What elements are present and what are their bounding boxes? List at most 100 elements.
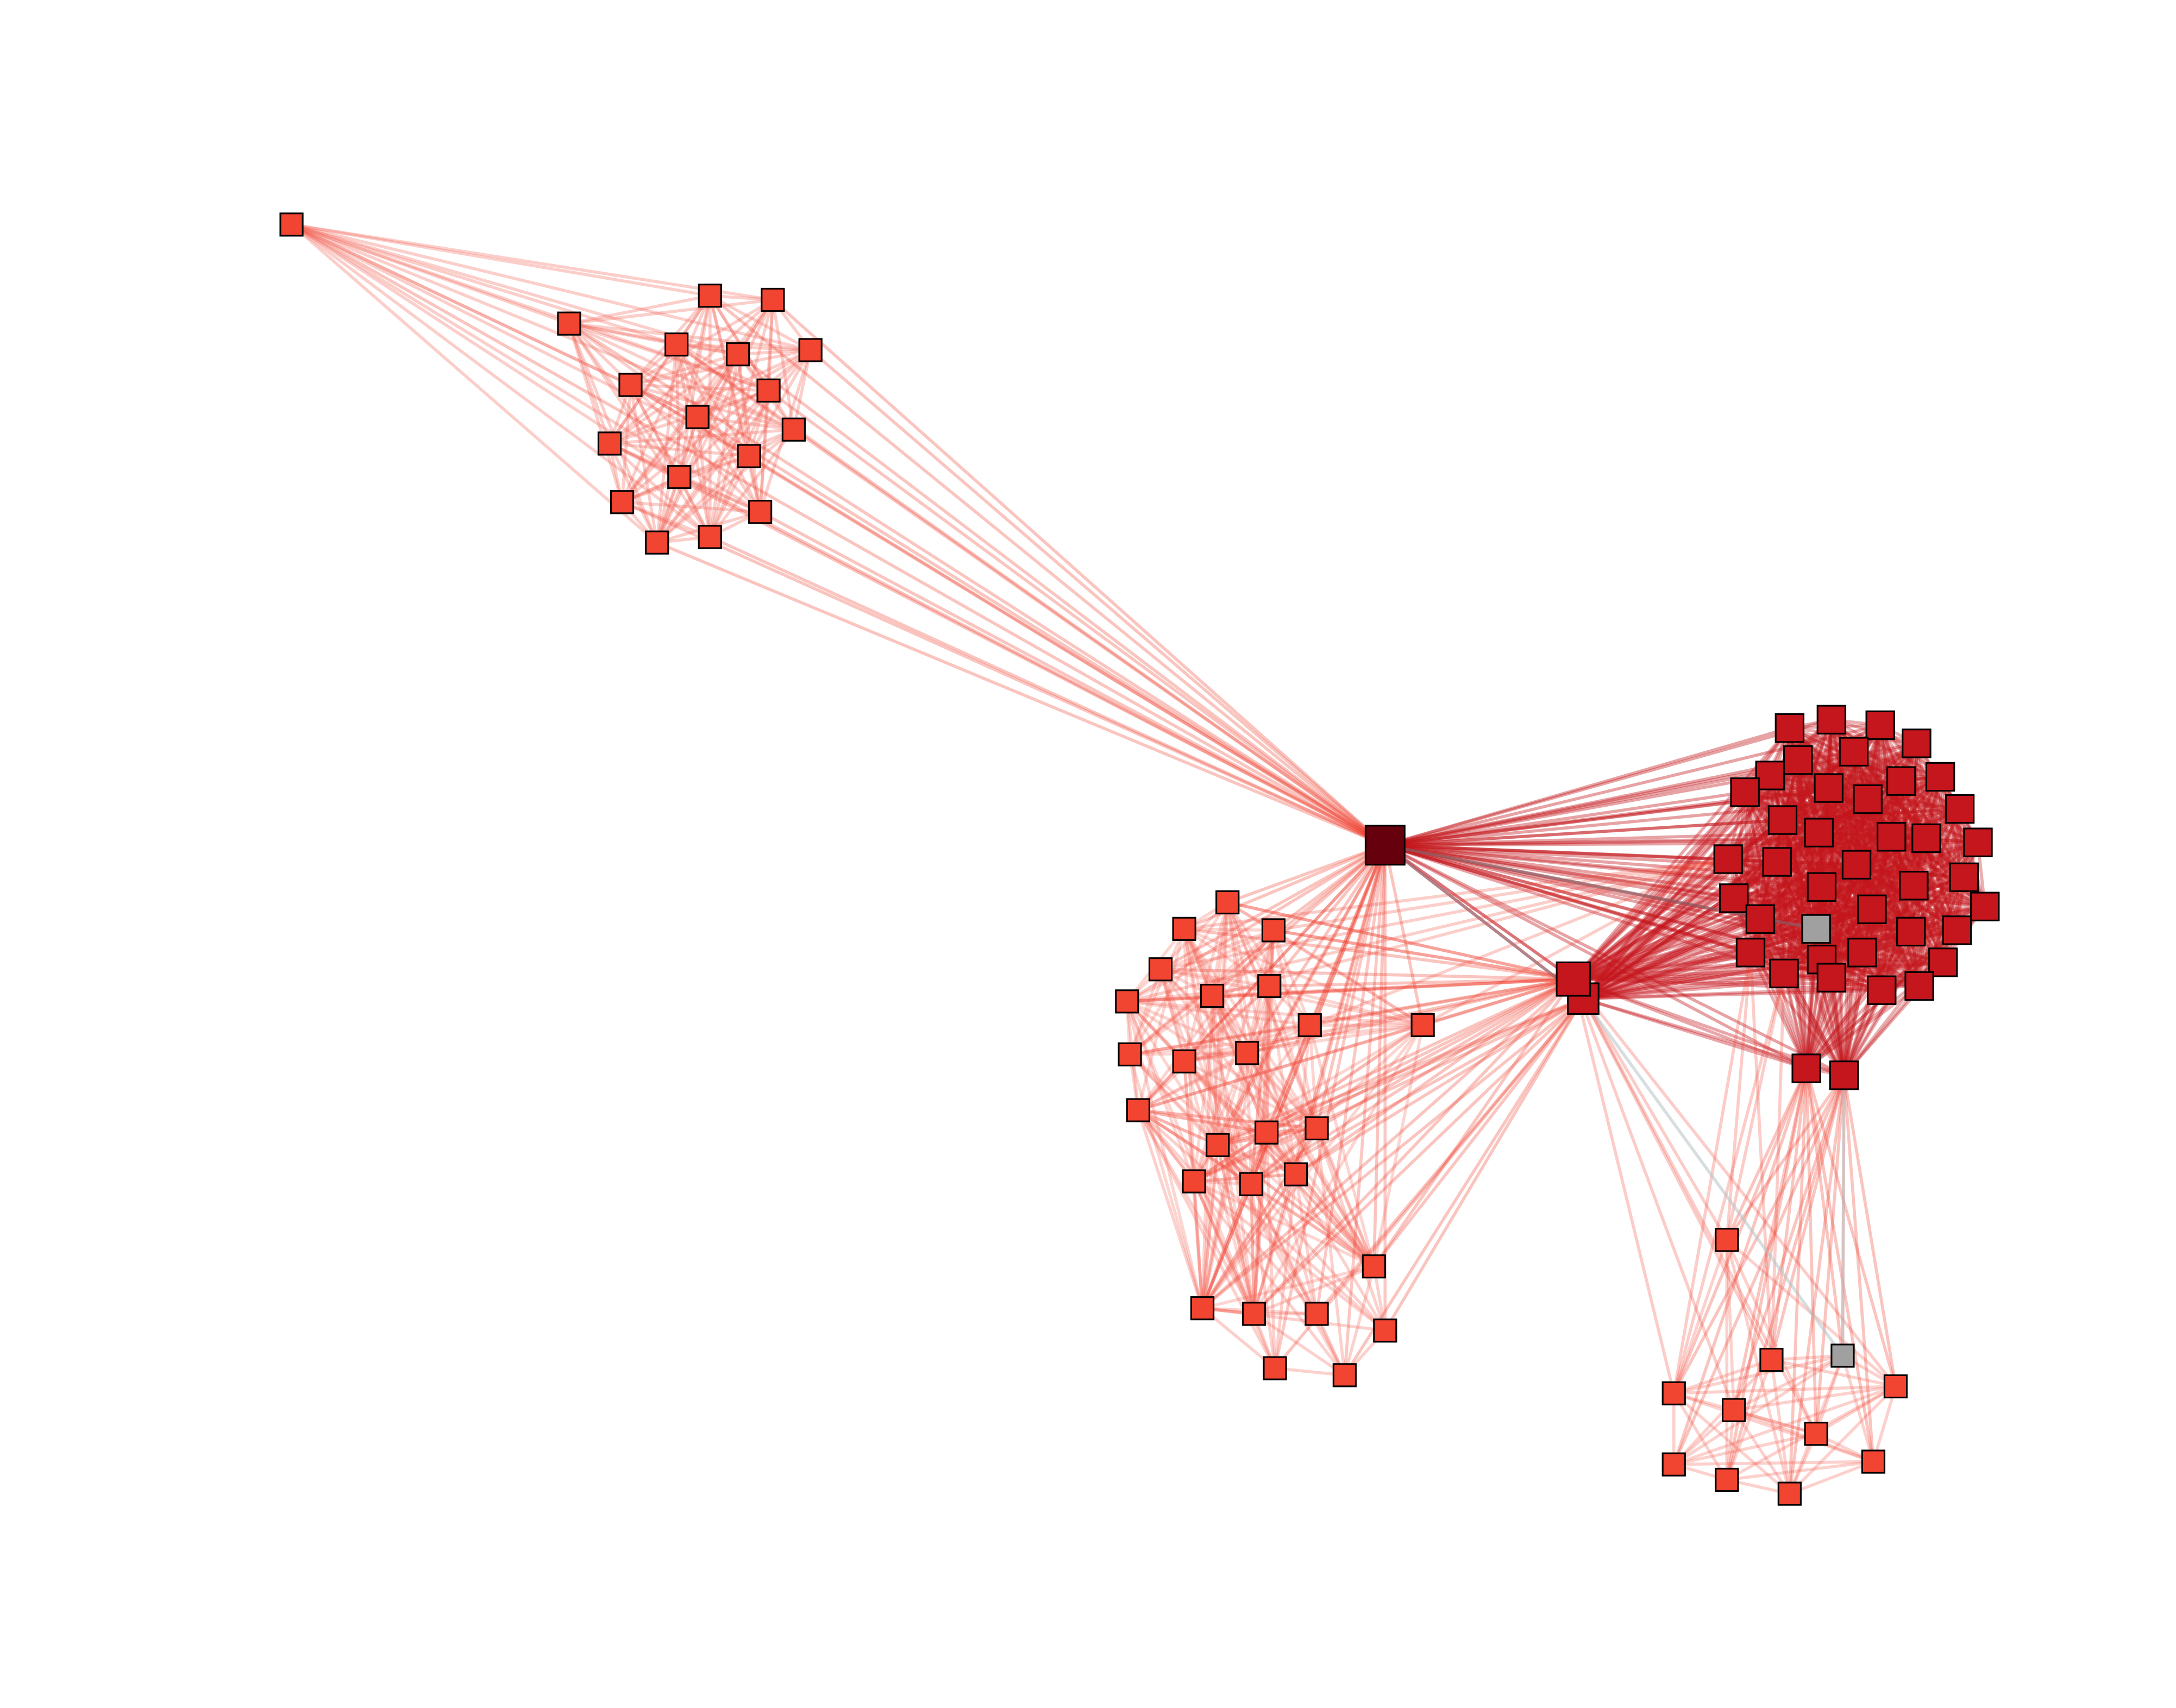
cluster-a-node xyxy=(597,431,622,456)
graph-edge xyxy=(1343,1265,1376,1377)
graph-edge xyxy=(1343,997,1585,1377)
graph-edge xyxy=(608,428,795,445)
graph-edge xyxy=(567,322,611,445)
graph-edge xyxy=(620,294,712,504)
graph-edge xyxy=(1265,843,1387,1134)
graph-edge xyxy=(1572,960,1945,981)
neutral-edge xyxy=(1383,843,1818,931)
graph-edge xyxy=(1820,863,1858,962)
graph-edge xyxy=(1216,1023,1425,1147)
graph-edge xyxy=(1265,1131,1277,1370)
graph-edge xyxy=(290,223,659,544)
graph-edge xyxy=(767,298,775,392)
graph-edge xyxy=(1582,885,1823,1001)
graph-edge xyxy=(675,343,699,419)
graph-edge xyxy=(1855,863,1945,964)
cluster-a-node xyxy=(756,378,781,403)
graph-edge xyxy=(1265,1131,1376,1268)
graph-edge xyxy=(1250,1023,1312,1186)
cluster-d-node xyxy=(1841,850,1872,880)
graph-edge xyxy=(1383,807,1961,847)
graph-edge xyxy=(1383,843,1846,1077)
graph-edge xyxy=(1383,774,1772,847)
graph-edge xyxy=(1672,1391,1875,1464)
graph-edge xyxy=(1958,807,1987,908)
cluster-a-node xyxy=(761,287,785,312)
graph-edge xyxy=(1817,831,1987,908)
graph-edge xyxy=(1192,1131,1268,1183)
graph-edge xyxy=(1137,1108,1319,1316)
cluster-a-node xyxy=(685,405,710,429)
graph-edge xyxy=(1866,798,1961,811)
graph-edge xyxy=(290,223,762,514)
graph-edge xyxy=(1582,835,1893,1001)
neutral-edge xyxy=(1841,1073,1846,1358)
graph-edge xyxy=(1759,786,1830,921)
graph-edge xyxy=(1182,927,1425,1027)
graph-edge xyxy=(1672,1385,1897,1466)
graph-edge xyxy=(1804,1066,1818,1436)
graph-edge xyxy=(608,294,712,445)
graph-edge xyxy=(1182,927,1268,1134)
cluster-b-node xyxy=(1190,1296,1215,1321)
graph-edge xyxy=(1572,779,1903,981)
graph-edge xyxy=(1820,835,1893,962)
cluster-a-node xyxy=(737,444,761,468)
graph-edge xyxy=(290,223,678,346)
graph-edge xyxy=(1878,724,1916,888)
graph-edge xyxy=(1830,928,1959,979)
graph-edge xyxy=(1749,837,1928,955)
graph-edge xyxy=(1192,1179,1387,1333)
graph-edge xyxy=(1201,1182,1253,1310)
graph-edge xyxy=(1917,807,1961,988)
graph-edge xyxy=(792,428,1387,847)
graph-edge xyxy=(1725,972,1786,1242)
graph-edge xyxy=(1769,774,1864,955)
graph-edge xyxy=(1820,840,1980,889)
graph-edge xyxy=(1572,972,1786,981)
graph-edge xyxy=(1899,779,1959,932)
graph-edge xyxy=(1759,758,1800,921)
graph-edge xyxy=(1216,901,1230,1147)
graph-edge xyxy=(747,348,812,458)
cluster-a-node xyxy=(748,500,773,524)
graph-edge xyxy=(608,298,775,445)
cluster-b-node xyxy=(1118,1042,1142,1066)
graph-edge xyxy=(1924,837,1945,964)
graph-edge xyxy=(290,223,775,302)
graph-edge xyxy=(567,298,775,325)
graph-edge xyxy=(1852,750,1916,888)
graph-edge xyxy=(608,442,1387,847)
graph-edge xyxy=(1294,997,1585,1176)
cluster-b-node xyxy=(1126,1098,1151,1122)
cluster-b-node xyxy=(1241,1302,1266,1326)
graph-edge xyxy=(1125,1000,1196,1183)
graph-edge xyxy=(1272,928,1312,1027)
graph-edge xyxy=(1125,1000,1256,1316)
graph-edge xyxy=(1383,843,1575,981)
graph-edge xyxy=(1128,843,1387,1056)
graph-edge xyxy=(1182,927,1220,1147)
graph-edge xyxy=(620,500,762,514)
graph-edge xyxy=(1315,1127,1346,1377)
cluster-a-node xyxy=(279,212,304,237)
cluster-d-node xyxy=(1949,862,1979,893)
graph-edge xyxy=(695,415,1387,847)
graph-edge xyxy=(629,383,712,539)
graph-edge xyxy=(1725,1073,1846,1242)
graph-edge xyxy=(1137,928,1275,1112)
graph-edge xyxy=(1582,818,1784,1001)
graph-edge xyxy=(1159,968,1575,981)
graph-edge xyxy=(1201,1307,1387,1333)
graph-edge xyxy=(1899,779,1916,888)
graph-edge xyxy=(1775,718,1833,864)
graph-edge xyxy=(1672,1066,1808,1395)
graph-edge xyxy=(1226,901,1575,981)
graph-edge xyxy=(1137,1108,1253,1186)
graph-edge xyxy=(290,223,632,387)
graph-edge xyxy=(1294,1172,1319,1316)
edges-layer xyxy=(290,223,1987,1496)
graph-edge xyxy=(1572,977,1808,1070)
graph-edge xyxy=(767,388,1387,847)
graph-edge xyxy=(1182,927,1256,1316)
